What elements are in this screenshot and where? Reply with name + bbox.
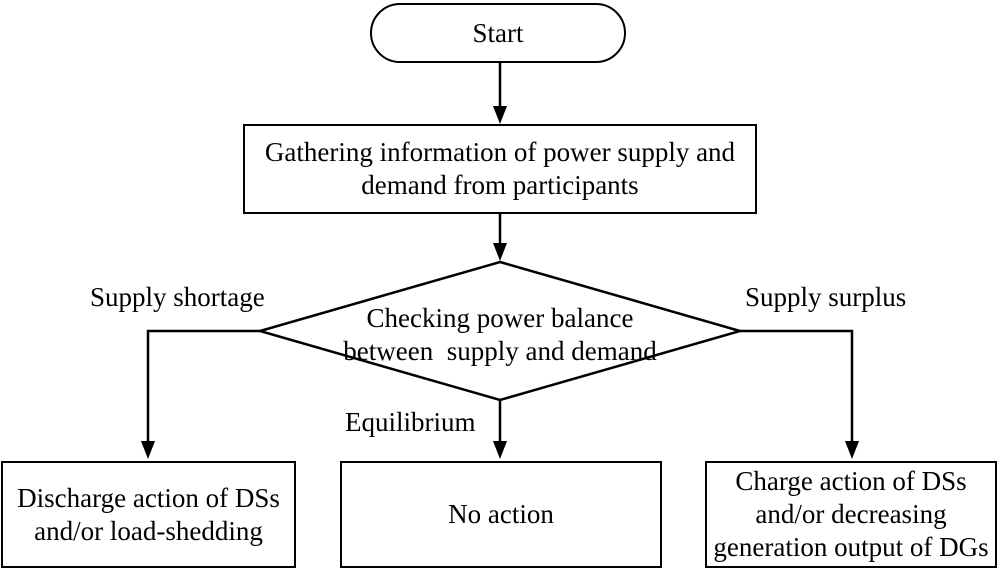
decision-label-line-2: between supply and demand xyxy=(343,336,657,366)
outcome-charge-line-1: Charge action of DSs xyxy=(735,466,967,496)
process-gathering-line-1: Gathering information of power supply an… xyxy=(264,137,736,167)
branch-label-supply-shortage: Supply shortage xyxy=(90,282,265,312)
outcome-charge-box: Charge action of DSs and/or decreasing g… xyxy=(705,461,997,568)
arrow-decision-to-noaction-head xyxy=(493,441,507,459)
arrow-gathering-to-decision-head xyxy=(493,243,507,261)
outcome-no-action-box: No action xyxy=(340,461,662,568)
decision-label-line-1: Checking power balance xyxy=(366,303,634,333)
outcome-discharge-box: Discharge action of DSs and/or load-shed… xyxy=(1,461,296,568)
arrow-decision-to-charge-head xyxy=(845,441,859,459)
branch-label-supply-surplus: Supply surplus xyxy=(745,282,907,312)
outcome-charge-line-2: and/or decreasing xyxy=(755,499,947,529)
decision-label: Checking power balance between supply an… xyxy=(300,302,700,368)
outcome-discharge-line-1: Discharge action of DSs xyxy=(17,482,280,513)
arrow-decision-to-charge-line xyxy=(740,329,854,443)
process-gathering-line-2: demand from participants xyxy=(361,170,639,200)
start-node: Start xyxy=(370,3,626,63)
arrow-start-to-gathering-head xyxy=(493,106,507,124)
outcome-charge-line-3: generation output of DGs xyxy=(713,532,989,562)
arrow-decision-to-discharge-head xyxy=(141,441,155,459)
branch-label-equilibrium: Equilibrium xyxy=(345,407,476,437)
process-gathering-box: Gathering information of power supply an… xyxy=(243,124,757,214)
outcome-no-action-line-1: No action xyxy=(448,499,554,529)
start-label: Start xyxy=(472,17,524,48)
arrow-decision-to-discharge-line xyxy=(146,329,260,443)
outcome-discharge-line-2: and/or load-shedding xyxy=(34,515,263,546)
